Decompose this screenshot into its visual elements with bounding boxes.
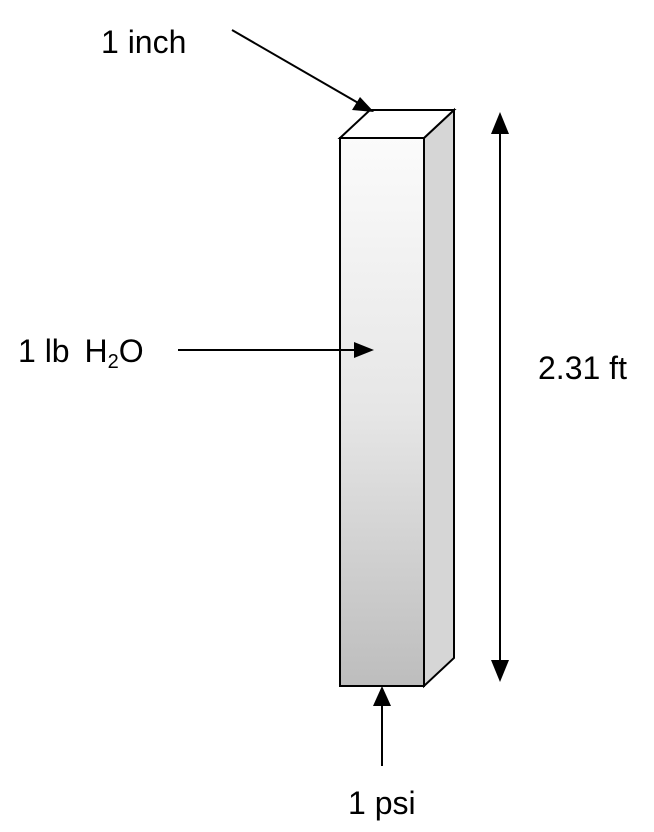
weight-formula-subscript: 2: [108, 351, 119, 373]
height-arrow: [491, 112, 509, 682]
height-label: 2.31 ft: [538, 350, 627, 386]
weight-formula-h: H: [84, 333, 107, 369]
weight-arrow: [178, 342, 374, 358]
weight-formula-o: O: [119, 333, 144, 369]
weight-label: 1 lb H2O: [18, 333, 144, 373]
width-arrow: [231, 29, 374, 112]
pressure-arrow: [373, 686, 391, 766]
column-side-face: [423, 107, 455, 689]
weight-label-prefix: 1 lb: [18, 333, 78, 369]
column-front-face: [339, 137, 425, 687]
width-label: 1 inch: [101, 24, 186, 60]
pressure-label: 1 psi: [348, 785, 416, 821]
